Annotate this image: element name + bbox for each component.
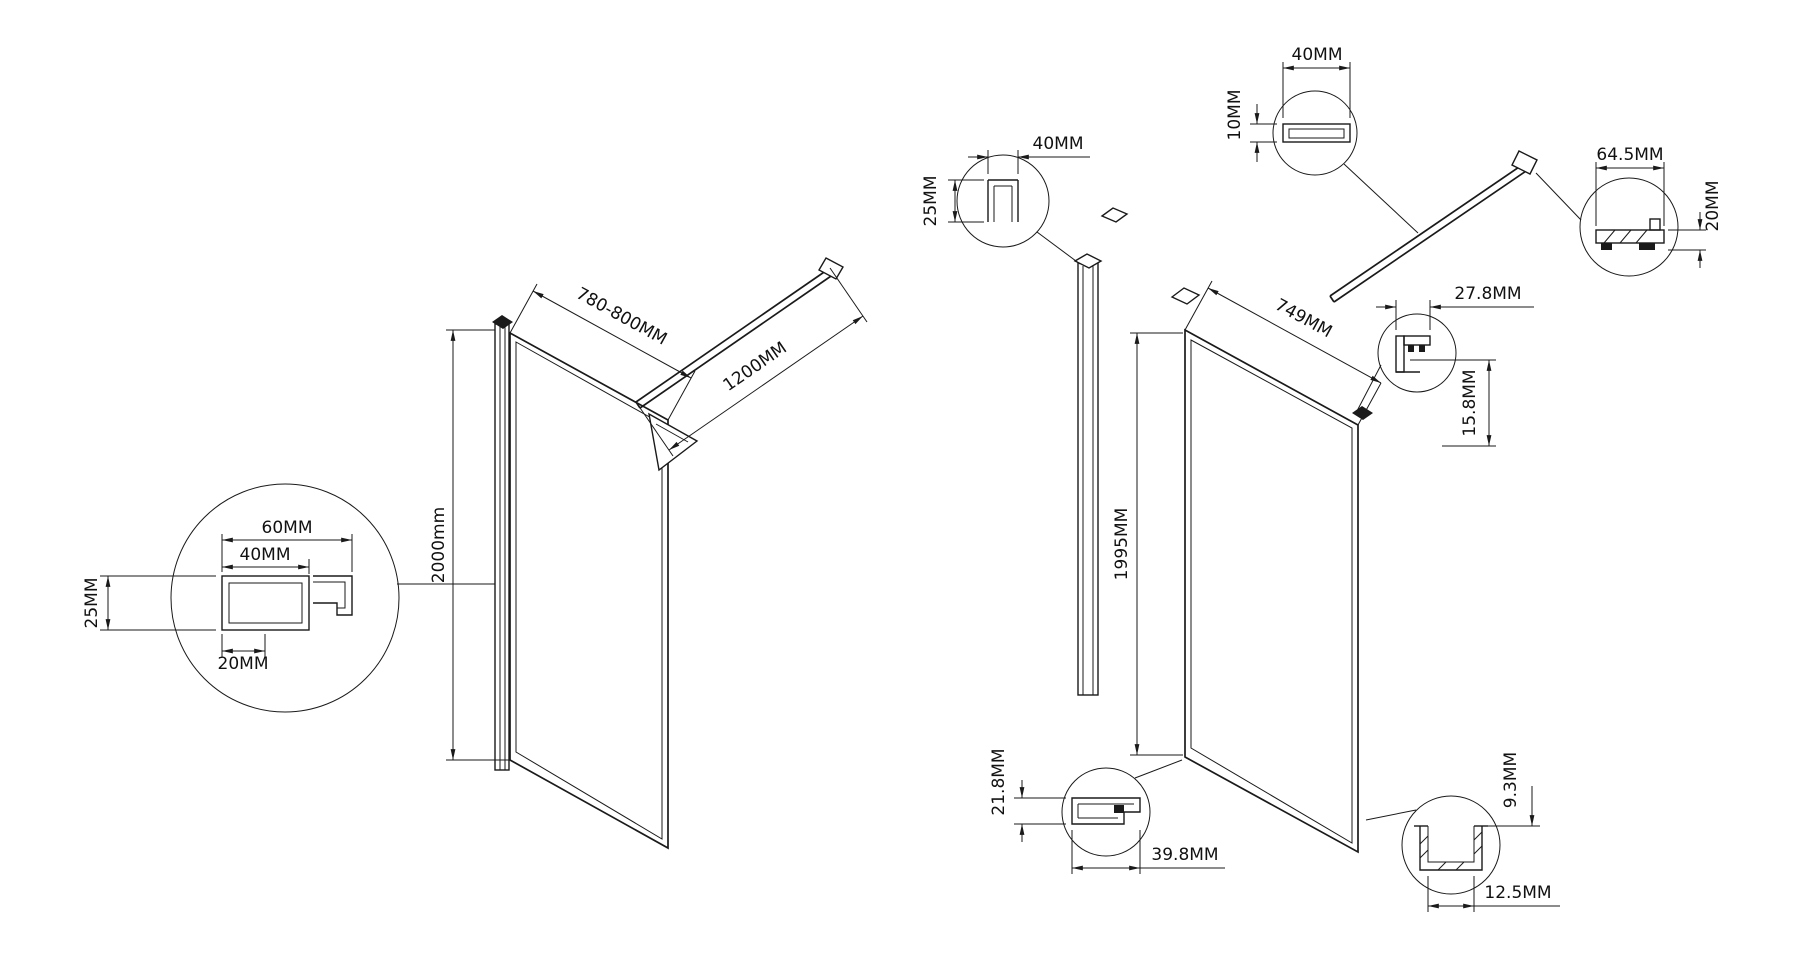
wall-profile-right-exploded [1073, 253, 1103, 696]
support-bar-right [1329, 150, 1538, 303]
dim-label-panel-height-left: 2000mm [429, 507, 449, 583]
detail-leader-line [1365, 809, 1417, 821]
detail-circle-outline [1061, 767, 1151, 857]
profile-top-cap [492, 315, 513, 329]
corner-clamp-cap [1352, 406, 1373, 420]
detail-circle-u-channel: 9.3MM 12.5MM [1365, 752, 1560, 912]
dim-label-e-width: 39.8MM [1151, 845, 1218, 865]
dimension-panel-height-left: 2000mm [429, 329, 510, 761]
detail-circle-outline [1377, 313, 1457, 393]
dim-label-c-width: 64.5MM [1596, 145, 1663, 165]
glass-clamp-piece-lower [1170, 287, 1201, 305]
dim-label-b-width: 40MM [1292, 45, 1343, 65]
dim-label-b-thickness: 10MM [1225, 90, 1245, 141]
wall-bracket [818, 257, 844, 280]
detail-circle-outline [170, 483, 400, 713]
dim-label-e-height: 21.8MM [989, 748, 1009, 815]
dim-label-panel-width-right: 749MM [1272, 295, 1336, 342]
detail-circle-bar-section: 40MM 10MM [1225, 45, 1419, 234]
dim-label-f-width: 12.5MM [1484, 883, 1551, 903]
dim-label-panel-height-right: 1995MM [1112, 508, 1132, 581]
glass-panel-left [509, 331, 669, 850]
wall-profile-left [492, 315, 513, 771]
detail-leader-line [1343, 163, 1419, 234]
left-assembly: 780-800MM 1200MM 2000mm 60MM [82, 257, 868, 850]
detail-circle-wall-bracket: 64.5MM 20MM [1535, 145, 1723, 277]
detail-leader-line [1134, 759, 1183, 779]
detail-leader-line [1036, 231, 1081, 265]
dim-label-c-height: 20MM [1703, 181, 1723, 232]
wall-bracket [1511, 150, 1538, 175]
right-assembly: 749MM 1995MM 40MM 25MM [921, 45, 1723, 912]
detail-circle-outline [1272, 90, 1358, 176]
dim-label-detail-60: 60MM [262, 518, 313, 538]
glass-panel-right [1184, 328, 1373, 854]
dim-label-detail-40: 40MM [240, 545, 291, 565]
dim-label-support-bar-length: 1200MM [720, 338, 791, 396]
dim-label-a-width: 40MM [1033, 134, 1084, 154]
detail-circle-wall-profile-left: 60MM 40MM 20MM 25MM [82, 483, 495, 713]
detail-circle-bottom-profile: 21.8MM 39.8MM [989, 748, 1225, 874]
detail-circle-outline [1579, 177, 1679, 277]
detail-circle-wall-profile-section: 40MM 25MM [921, 134, 1090, 265]
dim-label-d-height: 15.8MM [1460, 369, 1480, 436]
detail-leader-line [1356, 364, 1382, 412]
dim-label-detail-25: 25MM [82, 578, 102, 629]
glass-clamp-piece-upper [1100, 207, 1129, 223]
dimension-panel-height-right: 1995MM [1112, 332, 1183, 756]
profile-top-cap [1073, 253, 1103, 269]
support-bar-left [635, 257, 844, 472]
detail-circle-top-clamp: 27.8MM 15.8MM [1356, 284, 1534, 447]
dim-label-detail-20: 20MM [218, 654, 269, 674]
detail-leader-line [1535, 172, 1582, 221]
dim-label-a-depth: 25MM [921, 176, 941, 227]
detail-circle-outline [956, 154, 1050, 248]
detail-circle-outline [1401, 795, 1501, 895]
dim-label-f-height: 9.3MM [1501, 752, 1521, 808]
dim-label-d-width: 27.8MM [1454, 284, 1521, 304]
